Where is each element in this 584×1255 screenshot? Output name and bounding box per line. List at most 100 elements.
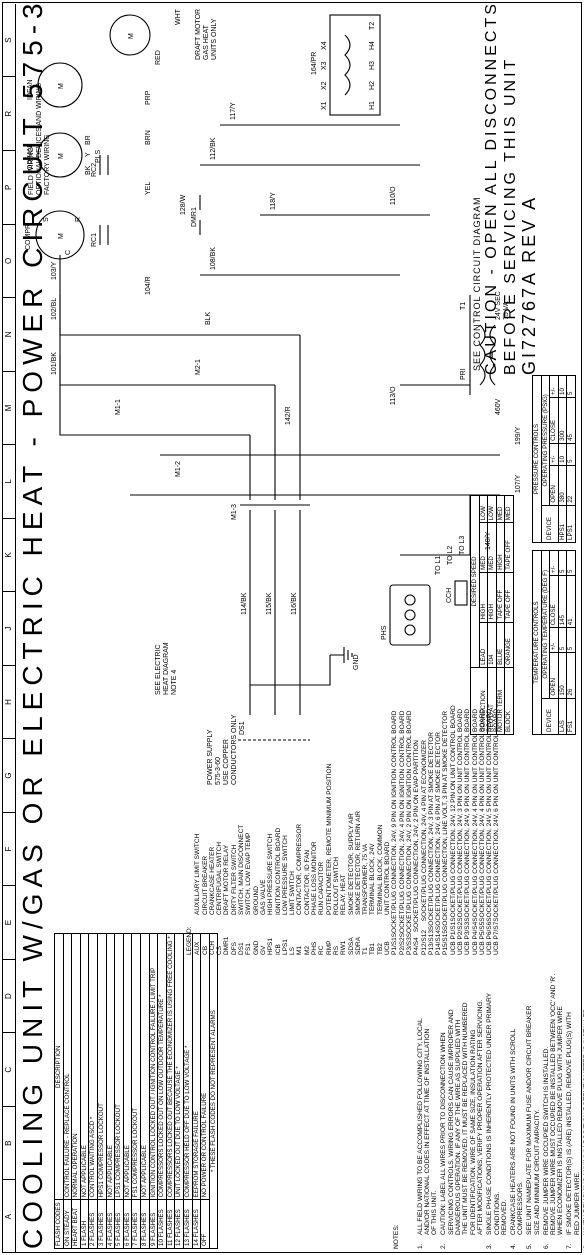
draft-motor-label-3: UNITS ONLY — [211, 18, 218, 60]
wire-102 — [59, 295, 275, 386]
blk-label: BLK — [205, 311, 212, 325]
wire-140-label: 140/Y — [485, 531, 492, 550]
t1-secondary-coil — [489, 324, 496, 386]
odfan-m-label: M — [58, 153, 65, 159]
m1-1-label: M1-1 — [115, 399, 122, 415]
wire-118-label: 118/Y — [270, 192, 277, 210]
phs-terminal-3 — [404, 594, 416, 606]
electric-heat-label-3: NOTE 4 — [171, 670, 178, 695]
compr-c-label: C — [65, 250, 72, 255]
phs-terminal-2 — [404, 609, 416, 621]
wht-label: WHT — [175, 8, 182, 25]
idfan-m-label: M — [58, 83, 65, 89]
wire-142-label: 142/R — [285, 406, 292, 425]
wire-101 — [59, 355, 250, 436]
pri-label: PRI — [460, 368, 467, 380]
wire-117-label: 117/Y — [230, 102, 237, 120]
pr164-label: 164/PR — [311, 52, 318, 75]
phs-monitor-box — [389, 584, 431, 646]
ground-symbol — [330, 647, 353, 663]
h1-label: H1 — [369, 101, 376, 110]
wire-101-label: 101/BK — [51, 352, 58, 375]
t1-primary-coil — [479, 324, 486, 386]
power-supply-label-1: POWER SUPPLY — [207, 729, 214, 785]
sec-label: 24V SEC — [495, 291, 502, 320]
wire-108-label: 108/BK — [210, 247, 217, 270]
wire-140 — [400, 495, 471, 556]
m2-1-label: M2-1 — [195, 359, 202, 375]
ground-lead — [250, 655, 331, 686]
red-label: RED — [155, 50, 162, 65]
to-l1-label: TO L1 — [435, 556, 442, 575]
supply-leads — [249, 695, 301, 715]
rc1-capacitor — [99, 225, 109, 245]
t1-label: T1 — [460, 302, 467, 310]
compressor-motor-circle — [35, 210, 85, 260]
compr-label: COMPR — [25, 224, 32, 250]
compr-s-label: S — [43, 217, 50, 222]
compr-r-label: R — [75, 217, 82, 222]
wire-104-label: 104/R — [145, 276, 152, 295]
electric-heat-label-2: HEAT DIAGRAM — [163, 642, 170, 695]
power-supply-label-3: USE COPPER — [223, 739, 230, 785]
wires-114-115-116 — [249, 535, 301, 615]
power-supply-label-2: 575-3-60 — [215, 757, 222, 785]
odfan-br-label: BR — [85, 135, 92, 145]
x2-label: X2 — [321, 81, 328, 90]
rc1-label: RC1 — [91, 233, 98, 247]
h4-label: H4 — [369, 41, 376, 50]
rc2-capacitor — [99, 155, 109, 175]
odfan-y-label: Y — [85, 152, 92, 157]
wire-113-label: 113/O — [390, 386, 397, 405]
wire-115-label: 115/BK — [266, 592, 273, 615]
wire-103 — [59, 255, 300, 336]
wire-103-label: 103/Y — [51, 261, 58, 280]
idfan-label: IDFAN — [27, 79, 34, 100]
power-supply-label-4: CONDUCTORS ONLY — [231, 714, 238, 785]
cch-label: CCH — [446, 588, 453, 603]
wire-110-label: 110/O — [390, 186, 397, 205]
wire-114-label: 114/BK — [241, 592, 248, 615]
odfan-motor-circle — [37, 132, 83, 178]
ds1-label: DS1 — [239, 721, 246, 735]
line-wires — [249, 615, 301, 695]
m1-2-label: M1-2 — [175, 461, 182, 477]
phs-label: PHS — [381, 625, 388, 640]
schematic-labels: POWER SUPPLY 575-3-60 USE COPPER CONDUCT… — [25, 8, 522, 785]
wire-102-label: 102/BL — [51, 298, 58, 320]
wire-199-label: 199/Y — [515, 426, 522, 445]
x1-label: X1 — [321, 101, 328, 110]
to-l2-label: TO L2 — [447, 546, 454, 565]
idfan-motor-circle — [37, 62, 83, 108]
x3-label: X3 — [321, 61, 328, 70]
to-l3-label: TO L3 — [459, 536, 466, 555]
odfan-bk-label: BK — [85, 165, 92, 175]
va-label: 75 VA — [503, 301, 510, 320]
wire-112-label: 112/BK — [210, 137, 217, 160]
m1-3-label: M1-3 — [231, 504, 238, 520]
yel-label: YEL — [145, 182, 152, 195]
draft-motor-label-2: GAS HEAT — [203, 24, 210, 60]
draft-m-label: M — [128, 33, 135, 39]
h2-label: H2 — [369, 81, 376, 90]
wire-107-label: 107/Y — [515, 474, 522, 493]
phs-terminal-1 — [404, 624, 416, 636]
t2-coil — [344, 34, 351, 96]
gnd-label: GND — [353, 654, 360, 670]
rc2-label: RC2 — [91, 163, 98, 177]
odfan-label: ODFAN — [27, 146, 34, 170]
draft-motor-circle — [109, 14, 151, 56]
field-wiring-label-1: FIELD WIRING — [28, 147, 35, 195]
brn-label: BRN — [145, 130, 152, 145]
pls-label: PLS — [95, 149, 102, 163]
t2-label: T2 — [369, 22, 376, 30]
m1-load-side — [249, 335, 301, 500]
field-wiring-label-2: OPTIONAL DEVICES AND WIRING — [36, 83, 43, 195]
dmr1-label: DMR1 — [191, 207, 198, 227]
m1-line-side — [249, 510, 301, 535]
schematic-wires — [35, 14, 500, 741]
wire-128-label: 128/W — [180, 194, 187, 215]
field-wiring-label-3: FACTORY WIRING — [44, 134, 51, 195]
